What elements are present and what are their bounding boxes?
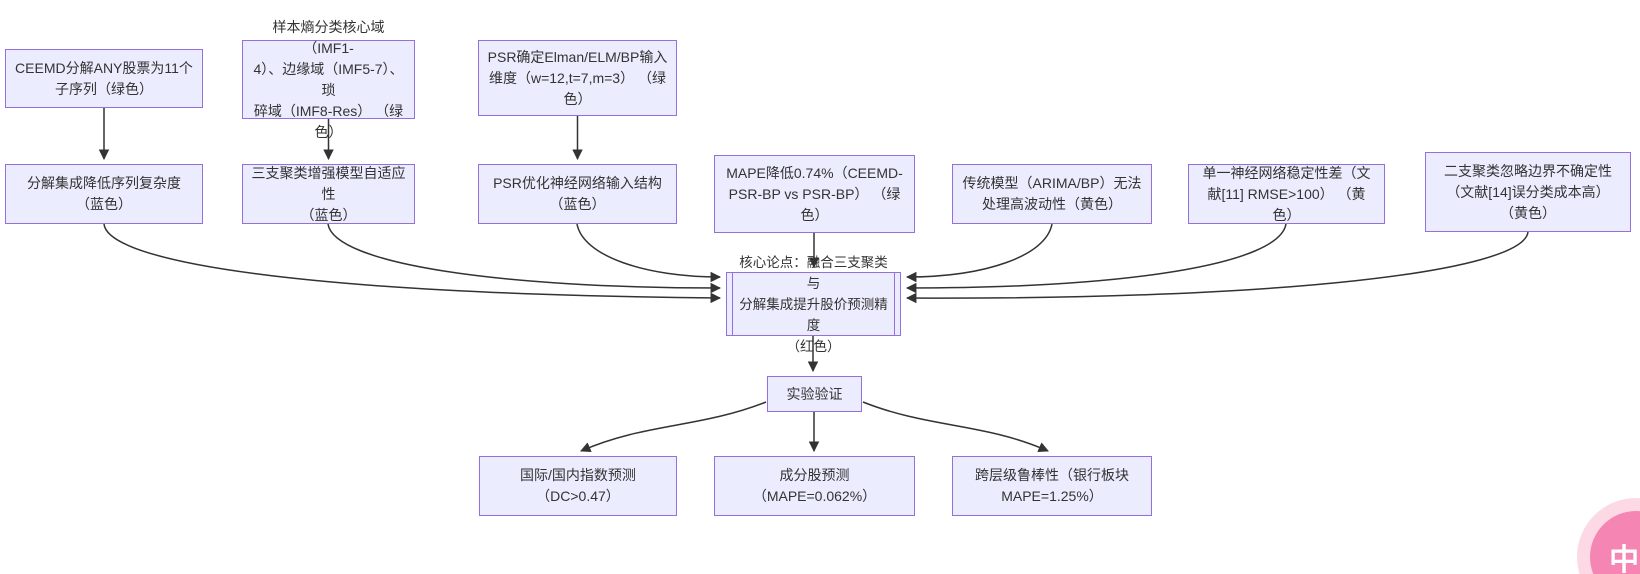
node-label: CEEMD分解ANY股票为11个 子序列（绿色） [15, 59, 193, 97]
edge-twoway-to-core [905, 231, 1529, 304]
node-label: 传统模型（ARIMA/BP）无法 处理高波动性（黄色） [962, 175, 1142, 212]
node-core-thesis: 核心论点：融合三支聚类与 分解集成提升股价预测精度 （红色） [726, 255, 901, 354]
node-index-forecast: 国际/国内指数预测 （DC>0.47） [479, 456, 677, 516]
edge-psrstruct-to-core [576, 223, 722, 283]
node-two-way-boundary: 二支聚类忽略边界不确定性 （文献[14]误分类成本高） （黄色） [1425, 152, 1631, 232]
node-three-way-adaptive: 三支聚类增强模型自适应性 （蓝色） [242, 164, 415, 224]
node-label: 三支聚类增强模型自适应性 （蓝色） [251, 164, 406, 223]
node-label: 二支聚类忽略边界不确定性 （文献[14]误分类成本高） （黄色） [1444, 162, 1612, 221]
node-label: 核心论点：融合三支聚类与 分解集成提升股价预测精度 （红色） [739, 254, 888, 354]
node-psr-dimension: PSR确定Elman/ELM/BP输入 维度（w=12,t=7,m=3） （绿 … [478, 40, 677, 116]
node-experiment: 实验验证 [767, 376, 862, 412]
node-single-nn-unstable: 单一神经网络稳定性差（文 献[11] RMSE>100） （黄色） [1188, 164, 1385, 224]
node-label: 国际/国内指数预测 （DC>0.47） [520, 467, 636, 504]
translate-icon: 中A [1609, 544, 1640, 574]
edge-experiment-to-robustness [862, 401, 1049, 452]
edge-experiment-to-index [580, 401, 767, 453]
node-label: 单一神经网络稳定性差（文 献[11] RMSE>100） （黄色） [1202, 164, 1371, 223]
node-label: 样本熵分类核心域（IMF1- 4）、边缘域（IMF5-7）、琐 碎域（IMF8-… [253, 18, 404, 140]
node-constituent-forecast: 成分股预测 （MAPE=0.062%） [714, 456, 915, 516]
node-label: 实验验证 [786, 385, 843, 402]
node-label: MAPE降低0.74%（CEEMD- PSR-BP vs PSR-BP） （绿 … [726, 164, 903, 223]
edge-decomp-to-core [103, 223, 722, 304]
node-robustness: 跨层级鲁棒性（银行板块 MAPE=1.25%） [952, 456, 1152, 516]
node-psr-structure: PSR优化神经网络输入结构 （蓝色） [478, 164, 677, 224]
node-label: PSR确定Elman/ELM/BP输入 维度（w=12,t=7,m=3） （绿 … [487, 48, 668, 107]
edge-threeway-to-core [327, 223, 722, 294]
node-mape-improve: MAPE降低0.74%（CEEMD- PSR-BP vs PSR-BP） （绿 … [714, 155, 915, 233]
node-label: 成分股预测 （MAPE=0.062%） [752, 467, 877, 504]
core-thesis-inner: 核心论点：融合三支聚类与 分解集成提升股价预测精度 （红色） [732, 255, 895, 354]
node-ceemd-decompose: CEEMD分解ANY股票为11个 子序列（绿色） [5, 49, 203, 108]
node-label: 跨层级鲁棒性（银行板块 MAPE=1.25%） [975, 467, 1129, 504]
node-sample-entropy: 样本熵分类核心域（IMF1- 4）、边缘域（IMF5-7）、琐 碎域（IMF8-… [242, 19, 415, 140]
node-decomp-complexity: 分解集成降低序列复杂度 （蓝色） [5, 164, 203, 224]
edge-singlenn-to-core [905, 223, 1287, 294]
translate-button[interactable]: 中A [1590, 511, 1640, 574]
node-traditional-limits: 传统模型（ARIMA/BP）无法 处理高波动性（黄色） [952, 164, 1152, 224]
node-label: PSR优化神经网络输入结构 （蓝色） [493, 175, 662, 212]
edge-trad-to-core [905, 223, 1053, 283]
node-label: 分解集成降低序列复杂度 （蓝色） [27, 175, 181, 212]
